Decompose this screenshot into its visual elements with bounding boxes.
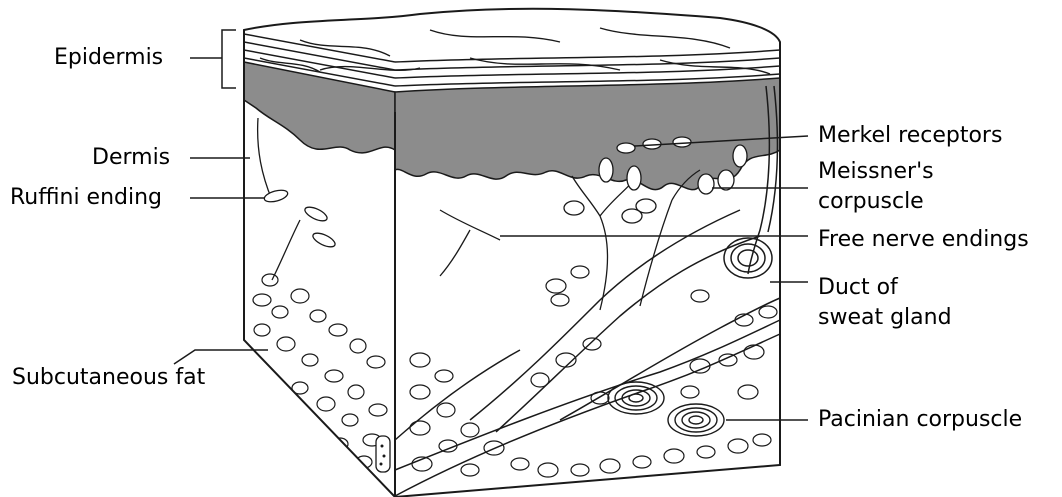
label-merkel-receptors: Merkel receptors xyxy=(818,124,1002,148)
label-duct-line2: sweat gland xyxy=(818,306,952,330)
label-meissner-line2: corpuscle xyxy=(818,190,924,214)
label-ruffini-ending: Ruffini ending xyxy=(10,186,162,210)
ruffini-endings xyxy=(263,188,337,250)
epidermis-bracket xyxy=(222,30,236,88)
subcutaneous-leader xyxy=(174,350,268,364)
label-free-nerve-endings: Free nerve endings xyxy=(818,228,1029,252)
label-meissner-line1: Meissner's xyxy=(818,160,934,184)
fat-cells-side xyxy=(410,266,777,477)
label-duct-line1: Duct of xyxy=(818,276,898,300)
pacinian-corpuscles xyxy=(608,382,724,436)
label-pacinian-corpuscle: Pacinian corpuscle xyxy=(818,408,1022,432)
label-subcutaneous-fat: Subcutaneous fat xyxy=(12,366,205,390)
connective-tissue xyxy=(395,210,780,496)
label-epidermis: Epidermis xyxy=(54,46,163,70)
label-dermis: Dermis xyxy=(92,146,170,170)
vessel-corner xyxy=(376,436,390,472)
